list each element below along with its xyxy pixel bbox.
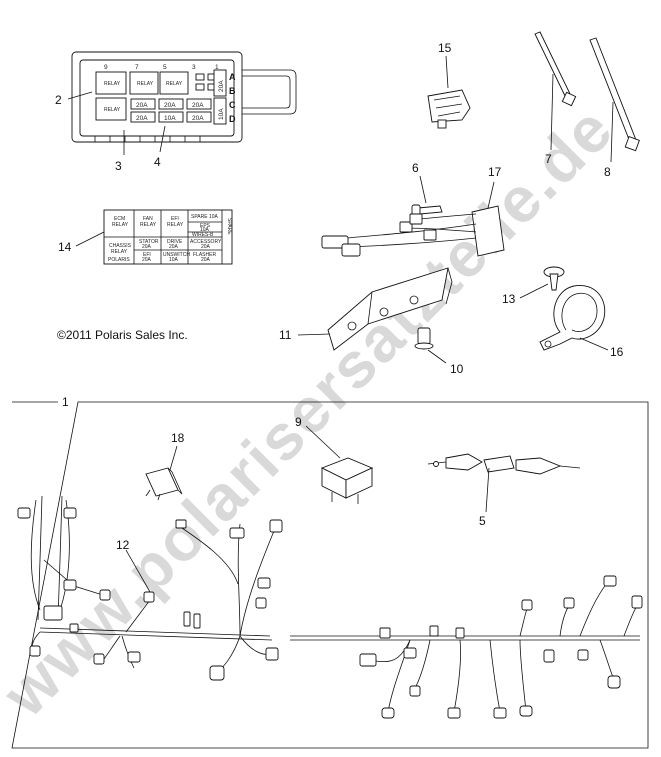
fuse-20a-3: 20A [192, 102, 204, 109]
watermark: www.polarisersatzteile.de [0, 92, 627, 731]
push-rivet-13[interactable] [543, 266, 565, 291]
callout-14: 14 [58, 240, 72, 254]
decal-flasher: FLASHER [193, 252, 216, 258]
fuse-box[interactable]: 9 7 5 3 1 RELAY RELAY RELAY RELAY 20A 20… [71, 51, 297, 143]
decal-stator: STATOR [139, 239, 159, 245]
decal-drive-amps: 20A [169, 244, 179, 250]
fuse-20a-2: 20A [164, 102, 176, 109]
fuse-col-7: 7 [135, 64, 139, 71]
decal-unswitch-amps: 10A [169, 257, 179, 263]
callout-16: 16 [610, 345, 624, 359]
callout-9: 9 [295, 415, 302, 429]
decal-accessory: ACCESSORY [190, 239, 222, 245]
callout-2: 2 [55, 93, 62, 107]
relay-label-3: RELAY [166, 81, 183, 87]
callout-4: 4 [154, 155, 161, 169]
main-wiring-harness[interactable] [290, 575, 643, 719]
fuse-col-1: 1 [215, 64, 219, 71]
decal-spare: SPARE 10A [191, 214, 219, 220]
decal-efi-relay: RELAY [167, 222, 184, 228]
decal-ecm-relay: RELAY [112, 222, 129, 228]
bracket-11[interactable] [327, 267, 453, 351]
harness-kit-frame [11, 401, 649, 749]
fuse-col-3: 3 [192, 64, 196, 71]
decal-fan-relay: RELAY [140, 222, 157, 228]
harness-connector-17[interactable] [321, 205, 505, 257]
decal-efi2-amps: 20A [142, 257, 152, 263]
callout-7: 7 [545, 152, 552, 166]
relay-label-2: RELAY [137, 81, 154, 87]
decal-efi: EFI [171, 216, 179, 222]
row-letter-d: D [229, 114, 236, 124]
fuse-10a-5: 10A [164, 115, 176, 122]
circuit-breaker-9[interactable] [320, 457, 374, 504]
callout-15: 15 [438, 41, 452, 55]
push-pin-10[interactable] [414, 327, 434, 350]
side-fuse-3: 10A [218, 108, 225, 120]
callout-13: 13 [502, 292, 516, 306]
decal-side: SPARE [226, 218, 232, 235]
fuse-20a-6: 20A [192, 115, 204, 122]
copyright: ©2011 Polaris Sales Inc. [57, 328, 188, 342]
fuse-col-9: 9 [104, 64, 108, 71]
inline-fuse-holder-5[interactable] [427, 453, 581, 475]
decal-ecm: ECM [114, 216, 125, 222]
decal-flasher-amps: 20A [201, 257, 211, 263]
callout-6: 6 [412, 161, 419, 175]
decal-efi2: EFI [143, 252, 151, 258]
fuse-decal[interactable]: ECM RELAY FAN RELAY EFI RELAY SPARE 10A … [103, 209, 233, 265]
decal-wires: WIRES-B [192, 232, 214, 238]
decal-chassis: CHASSIS [109, 243, 132, 249]
row-letter-a: A [229, 72, 236, 82]
decal-eps-amps: 10A [200, 227, 210, 233]
decal-chassis-relay: RELAY [111, 249, 128, 255]
cable-tie-8[interactable] [589, 37, 640, 152]
decal-fan: FAN [143, 216, 153, 222]
clamp-16[interactable] [539, 285, 606, 351]
screw-6[interactable] [411, 204, 443, 217]
callout-11: 11 [279, 328, 292, 342]
callout-5: 5 [479, 514, 486, 528]
decal-stator-amps: 20A [142, 244, 152, 250]
relay-label-4: RELAY [104, 107, 121, 113]
callout-1: 1 [62, 395, 69, 409]
decal-drive: DRIVE [167, 239, 183, 245]
connector-15[interactable] [427, 89, 471, 129]
wiring-harness-12[interactable] [17, 495, 283, 681]
cable-tie-7[interactable] [534, 31, 577, 107]
fuse-20a-4: 20A [136, 115, 148, 122]
callout-12: 12 [116, 538, 130, 552]
fuse-col-5: 5 [163, 64, 167, 71]
decal-accessory-amps: 20A [201, 244, 211, 250]
callout-10: 10 [450, 362, 464, 376]
relay-label-1: RELAY [104, 81, 121, 87]
decal-unswitch: UNSWITCH [163, 252, 190, 258]
callout-18: 18 [171, 431, 185, 445]
callout-8: 8 [604, 165, 611, 179]
callout-3: 3 [115, 159, 122, 173]
fuse-20a-1: 20A [136, 102, 148, 109]
callout-17: 17 [488, 165, 502, 179]
decal-eps: EPS [200, 223, 211, 229]
row-letter-b: B [229, 86, 236, 96]
side-fuse-1: 20A [218, 80, 225, 92]
decal-tag: POLARIS [108, 257, 130, 263]
row-letter-c: C [229, 100, 236, 110]
